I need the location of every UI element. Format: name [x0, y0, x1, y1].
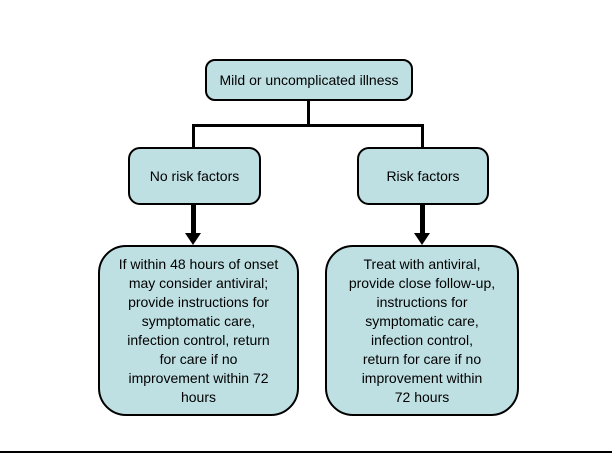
- node-risk-factors: Risk factors: [357, 147, 489, 205]
- node-no-risk-treatment: If within 48 hours of onset may consider…: [98, 245, 299, 416]
- node-mild-or-uncomplicated-illness: Mild or uncomplicated illness: [205, 59, 413, 101]
- bottom-rule: [0, 451, 612, 453]
- node-risk-treatment: Treat with antiviral, provide close foll…: [325, 245, 519, 416]
- arrow-left-shaft: [191, 205, 196, 234]
- arrow-left-head-icon: [185, 233, 201, 245]
- connector-horizontal-bar: [192, 124, 424, 127]
- arrow-right-shaft: [420, 205, 425, 234]
- connector-drop-right: [421, 124, 424, 148]
- arrow-right-head-icon: [414, 233, 430, 245]
- node-no-risk-factors: No risk factors: [128, 147, 261, 205]
- connector-drop-left: [192, 124, 195, 148]
- connector-stem: [307, 99, 310, 127]
